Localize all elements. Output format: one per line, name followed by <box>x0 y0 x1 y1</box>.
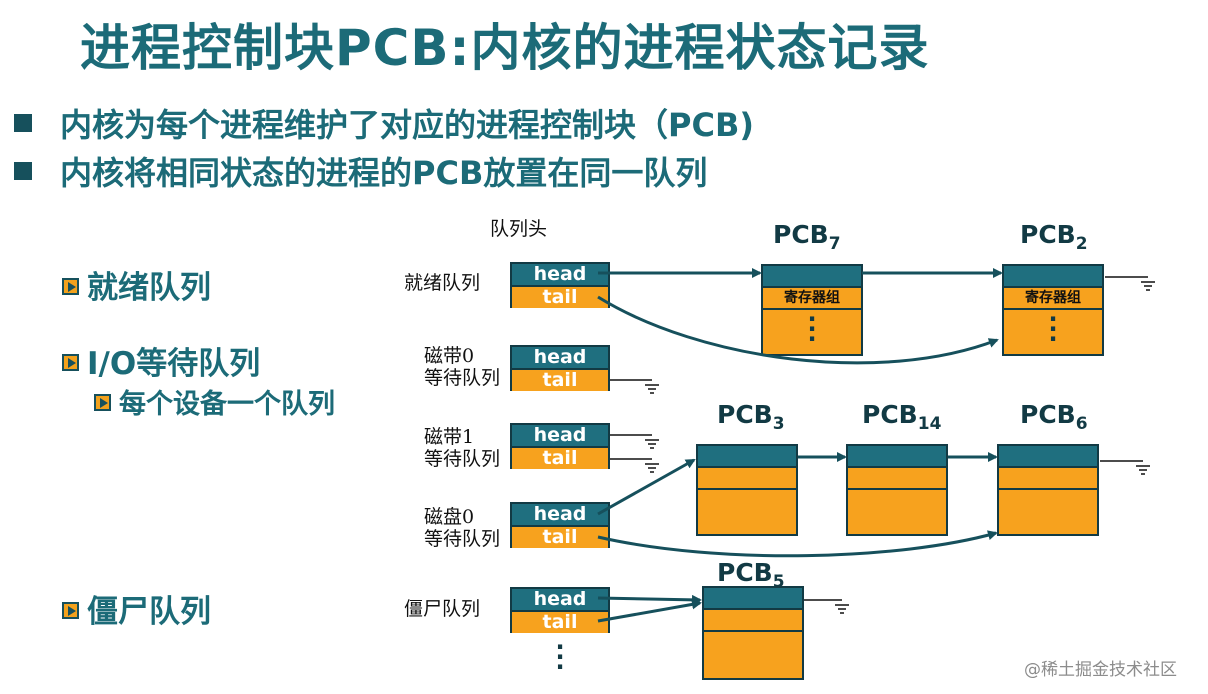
category-io-sub-label: 每个设备一个队列 <box>119 389 335 420</box>
pcb-header-cell <box>999 446 1097 468</box>
arrow-zombie-head <box>597 594 702 605</box>
head-cell: head <box>512 264 608 287</box>
bullet-1: 内核为每个进程维护了对应的进程控制块（PCB) <box>14 100 754 146</box>
page-title: 进程控制块PCB:内核的进程状态记录 <box>80 19 930 77</box>
register-cell: 寄存器组 <box>1004 288 1102 310</box>
bullet-square-icon <box>14 114 32 132</box>
register-cell: 寄存器组 <box>763 288 861 310</box>
tail-cell: tail <box>512 370 608 391</box>
queue-label-disk0-line1: 磁盘0 <box>424 506 475 528</box>
tail-cell: tail <box>512 448 608 469</box>
pcb-id: 3 <box>772 414 785 434</box>
pcb-7-box: 寄存器组 ··· <box>761 264 863 356</box>
pcb-id: 6 <box>1075 414 1088 434</box>
pcb-7-title: PCB7 <box>773 220 841 254</box>
pcb-header-cell <box>1004 266 1102 288</box>
pcb-id: 2 <box>1075 234 1088 254</box>
arrow-zombie-tail <box>597 599 702 623</box>
pcb-id: 5 <box>772 572 785 592</box>
play-arrow-icon <box>62 278 79 295</box>
category-ready-label: 就绪队列 <box>87 270 211 306</box>
head-cell: head <box>512 504 608 527</box>
pcb-5-title: PCB5 <box>717 558 785 592</box>
arrow-disk0-head <box>597 458 696 516</box>
ellipsis-icon: ··· <box>1004 307 1102 351</box>
pcb-6-box <box>997 444 1099 536</box>
null-ground-icon <box>1100 460 1150 475</box>
queue-label-tape0-line2: 等待队列 <box>424 367 501 389</box>
play-arrow-icon <box>94 394 111 411</box>
pcb-5-box <box>702 586 804 680</box>
category-zombie-label: 僵尸队列 <box>87 594 211 630</box>
category-io-label: I/O等待队列 <box>87 346 261 382</box>
tail-cell: tail <box>512 612 608 633</box>
queue-label-ready: 就绪队列 <box>404 272 481 294</box>
pcb-middle-cell <box>848 468 946 490</box>
head-cell: head <box>512 589 608 612</box>
arrow-ready-tail <box>597 295 999 365</box>
ellipsis-icon: ··· <box>763 307 861 351</box>
bullet-2-text: 内核将相同状态的进程的PCB放置在同一队列 <box>60 154 708 192</box>
pcb-header-cell <box>698 446 796 468</box>
pcb-header-cell <box>848 446 946 468</box>
queue-head-heading: 队列头 <box>490 218 548 240</box>
pcb-id: 14 <box>917 414 942 434</box>
queue-label-tape1-line2: 等待队列 <box>424 448 501 470</box>
play-arrow-icon <box>62 602 79 619</box>
pcb-id: 7 <box>828 234 841 254</box>
head-cell: head <box>512 347 608 370</box>
null-ground-icon <box>610 458 659 473</box>
queue-label-tape1-line1: 磁带1 <box>424 426 475 448</box>
head-cell: head <box>512 425 608 448</box>
arrow-disk0-tail <box>597 530 998 558</box>
pcb-middle-cell <box>698 468 796 490</box>
pcb-header-cell <box>704 588 802 610</box>
category-io-sub: 每个设备一个队列 <box>94 382 335 421</box>
bullet-1-text: 内核为每个进程维护了对应的进程控制块（PCB) <box>60 106 754 144</box>
category-io: I/O等待队列 <box>62 338 260 383</box>
pcb-middle-cell <box>999 468 1097 490</box>
more-queues-ellipsis-icon: ··· <box>555 633 565 681</box>
tail-cell: tail <box>512 527 608 548</box>
null-ground-icon <box>610 379 659 394</box>
pcb-prefix: PCB <box>862 400 918 429</box>
pcb-2-box: 寄存器组 ··· <box>1002 264 1104 356</box>
bullet-2: 内核将相同状态的进程的PCB放置在同一队列 <box>14 148 707 194</box>
pcb-2-title: PCB2 <box>1020 220 1088 254</box>
pcb-14-title: PCB14 <box>862 400 941 434</box>
pcb-header-cell <box>763 266 861 288</box>
bullet-square-icon <box>14 162 32 180</box>
pcb-prefix: PCB <box>717 400 773 429</box>
pcb-prefix: PCB <box>1020 220 1076 249</box>
pcb-prefix: PCB <box>773 220 829 249</box>
queue-label-zombie: 僵尸队列 <box>404 598 481 620</box>
queue-label-tape0-line1: 磁带0 <box>424 345 475 367</box>
pcb-6-title: PCB6 <box>1020 400 1088 434</box>
pcb-prefix: PCB <box>1020 400 1076 429</box>
category-zombie: 僵尸队列 <box>62 586 211 631</box>
queue-label-disk0-line2: 等待队列 <box>424 528 501 550</box>
pcb-prefix: PCB <box>717 558 773 587</box>
tail-cell: tail <box>512 287 608 308</box>
null-ground-icon <box>1105 276 1155 291</box>
pcb-3-box <box>696 444 798 536</box>
pcb-3-title: PCB3 <box>717 400 785 434</box>
watermark: @稀土掘金技术社区 <box>1024 660 1177 680</box>
category-ready: 就绪队列 <box>62 262 211 307</box>
play-arrow-icon <box>62 354 79 371</box>
pcb-middle-cell <box>704 610 802 632</box>
null-ground-icon <box>804 599 849 614</box>
pcb-14-box <box>846 444 948 536</box>
null-ground-icon <box>610 434 659 449</box>
